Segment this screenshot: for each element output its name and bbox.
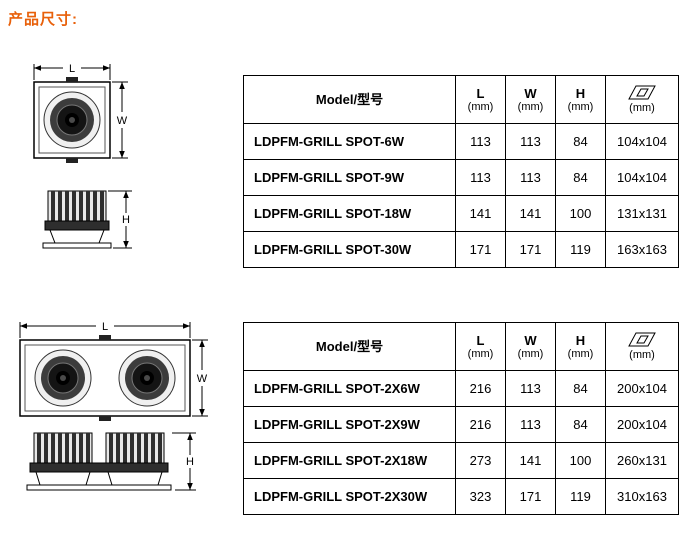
- cell-model: LDPFM-GRILL SPOT-18W: [243, 195, 456, 232]
- cell-cutout: 163x163: [605, 231, 679, 268]
- header-model: Model/型号: [243, 322, 456, 371]
- dim-label-w: W: [117, 115, 128, 127]
- cell-w: 141: [505, 195, 556, 232]
- cell-w: 113: [505, 159, 556, 196]
- cell-cutout: 310x163: [605, 478, 679, 515]
- cell-l: 216: [455, 370, 506, 407]
- cell-w: 171: [505, 478, 556, 515]
- cell-model: LDPFM-GRILL SPOT-2X9W: [243, 406, 456, 443]
- page-title: 产品尺寸:: [8, 11, 78, 28]
- table-row: LDPFM-GRILL SPOT-6W 113 113 84 104x104: [243, 123, 679, 160]
- dim-label-h: H: [186, 456, 194, 468]
- cell-model: LDPFM-GRILL SPOT-2X18W: [243, 442, 456, 479]
- table-header-row: Model/型号 L (mm) W (mm) H (mm) (mm): [243, 322, 679, 371]
- table-row: LDPFM-GRILL SPOT-2X30W 323 171 119 310x1…: [243, 478, 679, 515]
- cell-cutout: 200x104: [605, 406, 679, 443]
- dim-label-l: L: [69, 63, 75, 75]
- dim-label-w: W: [197, 373, 208, 385]
- cell-model: LDPFM-GRILL SPOT-9W: [243, 159, 456, 196]
- table-row: LDPFM-GRILL SPOT-30W 171 171 119 163x163: [243, 231, 679, 268]
- cell-h: 84: [555, 159, 606, 196]
- cell-l: 113: [455, 159, 506, 196]
- cutout-icon: [628, 85, 656, 100]
- cell-cutout: 104x104: [605, 159, 679, 196]
- cell-l: 216: [455, 406, 506, 443]
- header-h: H (mm): [555, 75, 606, 124]
- dim-label-h: H: [122, 214, 130, 226]
- header-cutout: (mm): [605, 322, 679, 371]
- cell-w: 113: [505, 406, 556, 443]
- cell-w: 171: [505, 231, 556, 268]
- cell-h: 84: [555, 370, 606, 407]
- header-cutout: (mm): [605, 75, 679, 124]
- cell-w: 113: [505, 370, 556, 407]
- cell-model: LDPFM-GRILL SPOT-30W: [243, 231, 456, 268]
- cell-model: LDPFM-GRILL SPOT-6W: [243, 123, 456, 160]
- lens-drawing: [34, 349, 92, 407]
- table-row: LDPFM-GRILL SPOT-9W 113 113 84 104x104: [243, 159, 679, 196]
- cell-h: 84: [555, 406, 606, 443]
- cell-cutout: 104x104: [605, 123, 679, 160]
- cell-h: 119: [555, 231, 606, 268]
- cell-model: LDPFM-GRILL SPOT-2X6W: [243, 370, 456, 407]
- cell-h: 100: [555, 195, 606, 232]
- header-h: H (mm): [555, 322, 606, 371]
- table-header-row: Model/型号 L (mm) W (mm) H (mm) (mm): [243, 75, 679, 124]
- cell-h: 119: [555, 478, 606, 515]
- header-l: L (mm): [455, 75, 506, 124]
- cell-cutout: 131x131: [605, 195, 679, 232]
- lens-drawing: [118, 349, 176, 407]
- cell-w: 113: [505, 123, 556, 160]
- single-spot-top-view-drawing: L W: [33, 63, 128, 163]
- cell-cutout: 260x131: [605, 442, 679, 479]
- cell-l: 171: [455, 231, 506, 268]
- cell-h: 100: [555, 442, 606, 479]
- spec-table-double: Model/型号 L (mm) W (mm) H (mm) (mm): [243, 322, 679, 515]
- cell-l: 323: [455, 478, 506, 515]
- single-spot-side-view-drawing: H: [42, 190, 132, 249]
- cell-w: 141: [505, 442, 556, 479]
- cutout-icon: [628, 332, 656, 347]
- header-w: W (mm): [505, 75, 556, 124]
- dim-label-l: L: [102, 321, 108, 333]
- table-row: LDPFM-GRILL SPOT-2X6W 216 113 84 200x104: [243, 370, 679, 407]
- cell-cutout: 200x104: [605, 370, 679, 407]
- cell-h: 84: [555, 123, 606, 160]
- cell-l: 113: [455, 123, 506, 160]
- header-w: W (mm): [505, 322, 556, 371]
- double-spot-top-view-drawing: L W: [19, 321, 208, 421]
- cell-l: 141: [455, 195, 506, 232]
- header-l: L (mm): [455, 322, 506, 371]
- cell-l: 273: [455, 442, 506, 479]
- header-model: Model/型号: [243, 75, 456, 124]
- table-row: LDPFM-GRILL SPOT-2X18W 273 141 100 260x1…: [243, 442, 679, 479]
- double-spot-side-view-drawing: H: [26, 432, 196, 491]
- cell-model: LDPFM-GRILL SPOT-2X30W: [243, 478, 456, 515]
- spec-table-single: Model/型号 L (mm) W (mm) H (mm) (mm): [243, 75, 679, 268]
- table-row: LDPFM-GRILL SPOT-2X9W 216 113 84 200x104: [243, 406, 679, 443]
- lens-drawing: [43, 91, 101, 149]
- table-row: LDPFM-GRILL SPOT-18W 141 141 100 131x131: [243, 195, 679, 232]
